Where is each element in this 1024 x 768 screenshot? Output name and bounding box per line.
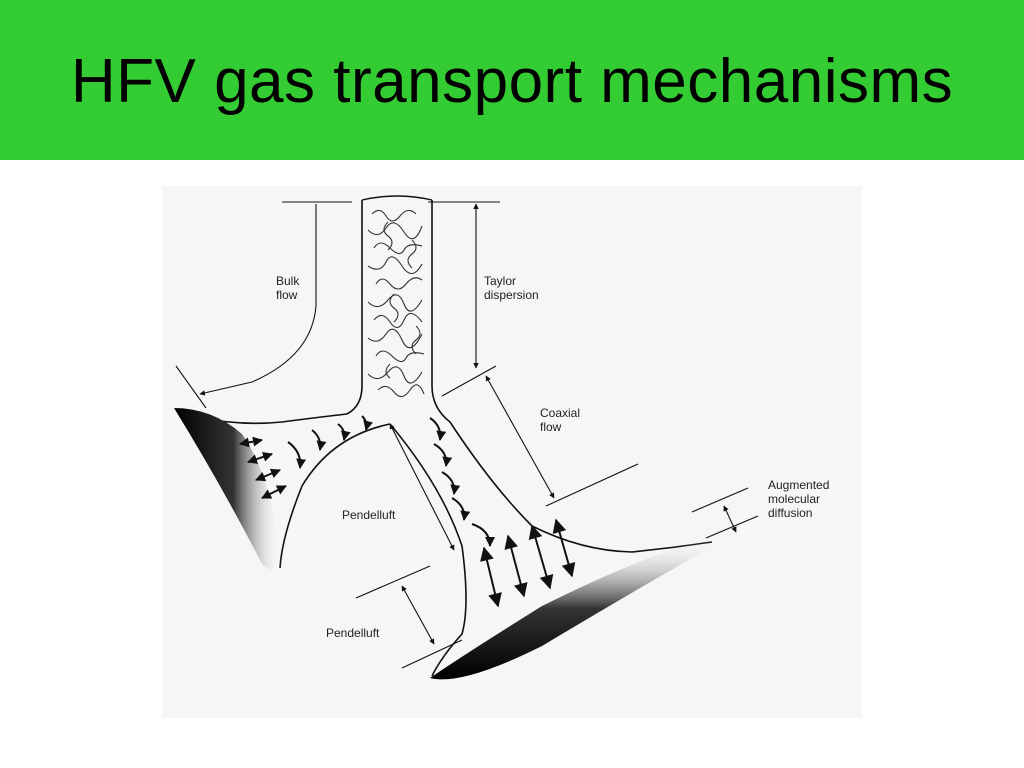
label-bulk-flow-line-2: flow (276, 288, 298, 302)
dimension-lines (175, 201, 759, 669)
label-pendelluft-lower-line-1: Pendelluft (326, 626, 380, 640)
label-augmented-molecular-diffusion: Augmented molecular diffusion (768, 478, 829, 520)
label-augmented-line-1: Augmented (768, 478, 830, 492)
right-alveolus (430, 538, 714, 680)
label-coaxial-flow-line-1: Coaxial (540, 406, 581, 420)
label-pendelluft-upper: Pendelluft (342, 508, 395, 522)
title-bar (0, 0, 1024, 160)
label-pendelluft-lower: Pendelluft (326, 626, 379, 640)
label-bulk-flow-line-1: Bulk (276, 274, 300, 288)
label-taylor-dispersion: Taylor dispersion (484, 274, 539, 302)
airway-diagram-svg (174, 195, 759, 680)
label-bulk-flow: Bulk flow (276, 274, 299, 302)
taylor-dispersion-swirls (367, 209, 425, 398)
airway-diagram: Bulk flow Taylor dispersion Coaxial flow… (162, 186, 862, 718)
label-pendelluft-upper-line-1: Pendelluft (342, 508, 396, 522)
label-coaxial-flow: Coaxial flow (540, 406, 580, 434)
left-alveolus (174, 408, 282, 571)
trachea-tube (346, 195, 451, 423)
label-taylor-dispersion-line-1: Taylor (484, 274, 517, 288)
left-bronchus (174, 408, 391, 571)
slide-title: HFV gas transport mechanisms (70, 47, 954, 116)
label-coaxial-flow-line-2: flow (540, 420, 562, 434)
label-taylor-dispersion-line-2: dispersion (484, 288, 539, 302)
label-augmented-line-3: diffusion (768, 506, 813, 520)
right-bronchus (389, 421, 714, 680)
label-augmented-line-2: molecular (768, 492, 821, 506)
